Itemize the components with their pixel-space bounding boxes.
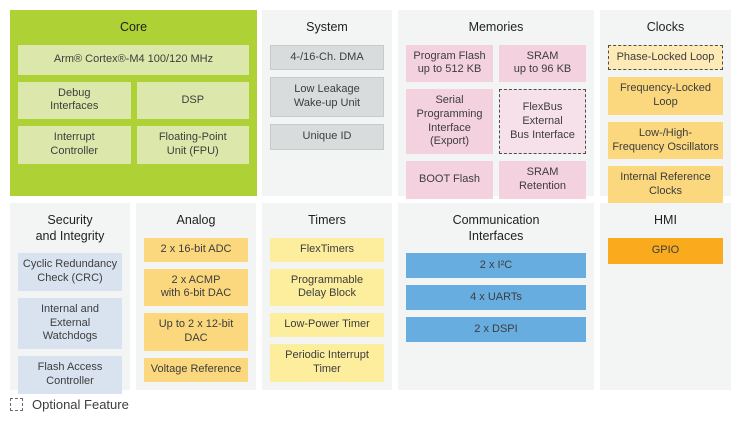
block-flextimers: FlexTimers — [270, 237, 384, 262]
panel-core-title: Core — [119, 20, 148, 34]
panel-memories-blocks: Program Flash up to 512 KB SRAM up to 96… — [406, 44, 586, 199]
block-unique-id: Unique ID — [270, 123, 384, 150]
dashed-box-icon — [10, 398, 23, 411]
panel-analog-title: Analog — [176, 213, 216, 227]
block-programmable-delay-block: Programmable Delay Block — [270, 268, 384, 307]
panel-comm-blocks: 2 x I²C 4 x UARTs 2 x DSPI — [406, 253, 586, 343]
panel-memories-title: Memories — [468, 20, 524, 34]
block-interrupt-controller: Interrupt Controller — [18, 126, 131, 164]
block-sram: SRAM up to 96 KB — [499, 44, 586, 83]
panel-core-blocks: Arm® Cortex®-M4 100/120 MHz Debug Interf… — [18, 44, 249, 164]
panel-security-and-integrity: Security and Integrity Cyclic Redundancy… — [10, 203, 130, 394]
panel-hmi-title: HMI — [654, 213, 677, 227]
block-uarts: 4 x UARTs — [406, 285, 586, 311]
block-low-high-frequency-oscillators: Low-/High- Frequency Oscillators — [608, 121, 723, 160]
panel-timers-title: Timers — [308, 213, 346, 227]
block-periodic-interrupt-timer: Periodic Interrupt Timer — [270, 344, 384, 382]
block-arm-cortex-m4: Arm® Cortex®-M4 100/120 MHz — [18, 44, 249, 75]
block-dsp: DSP — [136, 81, 249, 120]
block-dspi: 2 x DSPI — [406, 317, 586, 343]
block-watchdogs: Internal and External Watchdogs — [18, 297, 122, 349]
block-low-leakage-wakeup-unit: Low Leakage Wake-up Unit — [270, 77, 384, 117]
panel-clocks-title: Clocks — [646, 20, 685, 34]
panel-timers-blocks: FlexTimers Programmable Delay Block Low-… — [270, 237, 384, 382]
block-flexbus-external-bus-interface: FlexBus External Bus Interface — [499, 89, 586, 155]
panel-security-title: Security and Integrity — [35, 213, 105, 243]
block-acmp-dac: 2 x ACMP with 6-bit DAC — [144, 268, 248, 307]
legend-label: Optional Feature — [32, 397, 129, 412]
panel-timers: Timers FlexTimers Programmable Delay Blo… — [262, 203, 392, 390]
block-debug-interfaces: Debug Interfaces — [18, 81, 131, 120]
block-12bit-dac: Up to 2 x 12-bit DAC — [144, 313, 248, 351]
panel-analog: Analog 2 x 16-bit ADC 2 x ACMP with 6-bi… — [136, 203, 256, 390]
panel-hmi: HMI GPIO — [600, 203, 731, 390]
panel-clocks-blocks: Phase-Locked Loop Frequency-Locked Loop … — [608, 44, 723, 204]
block-adc: 2 x 16-bit ADC — [144, 237, 248, 262]
block-i2c: 2 x I²C — [406, 253, 586, 279]
panel-memories: Memories Program Flash up to 512 KB SRAM… — [398, 10, 594, 199]
block-frequency-locked-loop: Frequency-Locked Loop — [608, 77, 723, 115]
block-crc: Cyclic Redundancy Check (CRC) — [18, 253, 122, 291]
block-boot-flash: BOOT Flash — [406, 161, 493, 199]
panel-system: System 4-/16-Ch. DMA Low Leakage Wake-up… — [262, 10, 392, 196]
panel-comm-title: Communication Interfaces — [452, 213, 540, 243]
block-flash-access-controller: Flash Access Controller — [18, 356, 122, 394]
block-voltage-reference: Voltage Reference — [144, 357, 248, 382]
block-program-flash: Program Flash up to 512 KB — [406, 44, 493, 83]
panel-hmi-blocks: GPIO — [608, 237, 723, 264]
block-floating-point-unit: Floating-Point Unit (FPU) — [136, 126, 249, 164]
panel-system-blocks: 4-/16-Ch. DMA Low Leakage Wake-up Unit U… — [270, 44, 384, 150]
panel-system-title: System — [306, 20, 348, 34]
legend-optional-feature: Optional Feature — [10, 397, 129, 412]
block-gpio: GPIO — [608, 237, 723, 264]
block-serial-programming-interface: Serial Programming Interface (Export) — [406, 89, 493, 155]
panel-communication-interfaces: Communication Interfaces 2 x I²C 4 x UAR… — [398, 203, 594, 390]
block-internal-reference-clocks: Internal Reference Clocks — [608, 166, 723, 204]
panel-clocks: Clocks Phase-Locked Loop Frequency-Locke… — [600, 10, 731, 204]
panel-security-blocks: Cyclic Redundancy Check (CRC) Internal a… — [18, 253, 122, 394]
block-phase-locked-loop: Phase-Locked Loop — [608, 44, 723, 71]
block-sram-retention: SRAM Retention — [499, 161, 586, 199]
block-dma: 4-/16-Ch. DMA — [270, 44, 384, 71]
block-low-power-timer: Low-Power Timer — [270, 313, 384, 338]
panel-core: Core Arm® Cortex®-M4 100/120 MHz Debug I… — [10, 10, 257, 196]
panel-analog-blocks: 2 x 16-bit ADC 2 x ACMP with 6-bit DAC U… — [144, 237, 248, 382]
